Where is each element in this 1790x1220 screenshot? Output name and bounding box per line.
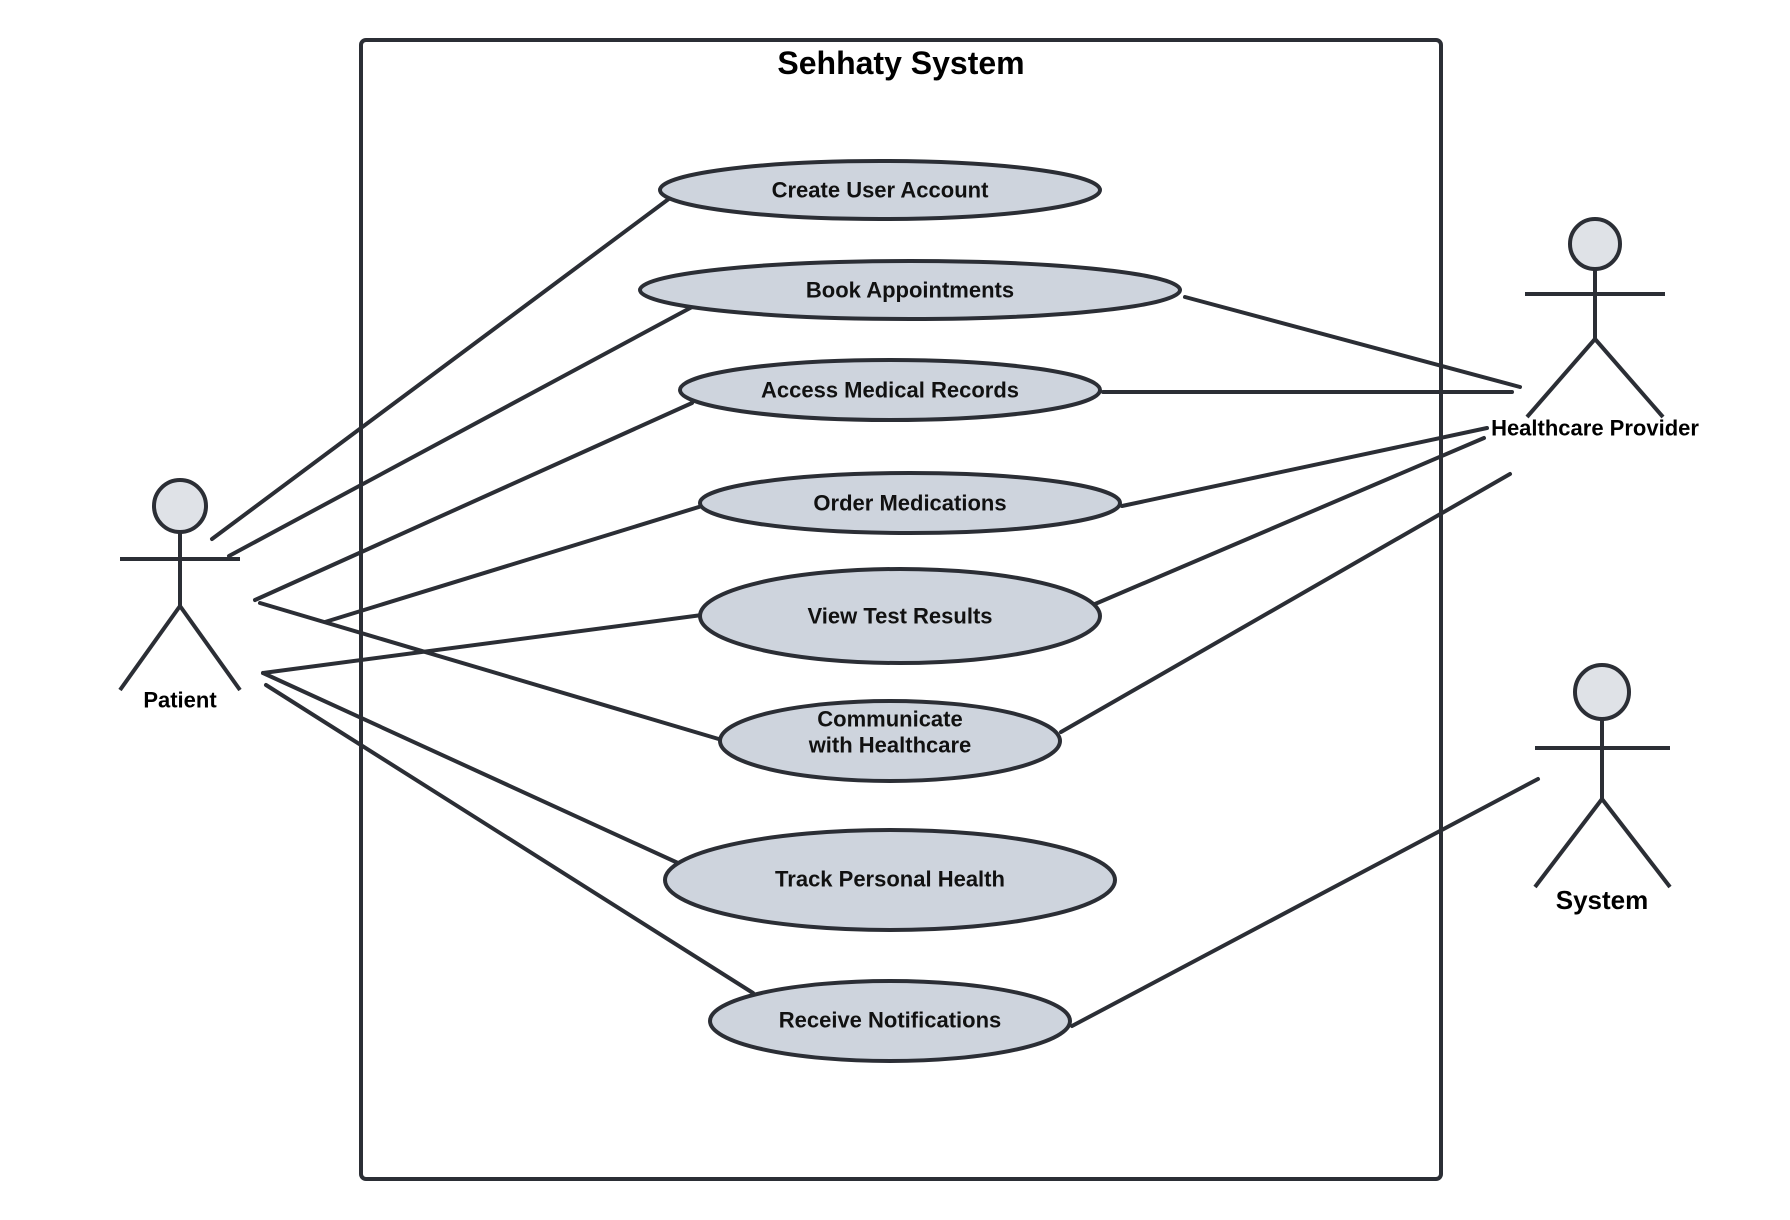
use-case-access-medical-records[interactable]: Access Medical Records [678, 358, 1102, 422]
assoc-patient-view-test-results [261, 613, 704, 675]
actor-head [152, 478, 208, 534]
actor-right-leg [178, 604, 242, 692]
assoc-system-receive-notifications [1070, 777, 1540, 1028]
actor-left-leg [118, 604, 182, 692]
use-case-ellipse [708, 979, 1072, 1063]
actor-right-leg [1593, 337, 1665, 419]
actor-left-leg [1525, 337, 1597, 419]
use-case-track-personal-health[interactable]: Track Personal Health [663, 828, 1117, 932]
system-title: Sehhaty System [777, 45, 1024, 81]
actor-left-leg [1533, 797, 1604, 889]
actor-label: Patient [143, 688, 217, 713]
assoc-provider-view-test-results [1093, 436, 1486, 606]
use-case-communicate-with-healthcare[interactable]: Communicate with Healthcare [718, 699, 1062, 783]
actor-head [1573, 663, 1631, 721]
assoc-patient-access-medical-records [253, 401, 694, 602]
use-case-label: Order Medications [813, 491, 1006, 516]
use-case-label: View Test Results [807, 604, 992, 629]
use-case-ellipse [698, 471, 1122, 535]
assoc-patient-create-user-account [210, 196, 672, 541]
assoc-patient-order-medications [323, 504, 704, 624]
use-case-receive-notifications[interactable]: Receive Notifications [708, 979, 1072, 1063]
use-case-label: Create User Account [772, 178, 989, 203]
assoc-provider-order-medications [1120, 426, 1489, 508]
assoc-patient-track-personal-health [261, 671, 680, 865]
use-case-view-test-results[interactable]: View Test Results [698, 567, 1102, 665]
use-case-label-line-1: Communicate [817, 707, 962, 732]
assoc-patient-receive-notifications [264, 683, 755, 995]
use-case-label: Book Appointments [806, 278, 1014, 303]
use-case-ellipse [698, 567, 1102, 665]
use-case-create-user-account[interactable]: Create User Account [658, 159, 1102, 221]
assoc-provider-book-appointments [1183, 295, 1522, 389]
use-case-ellipse [638, 259, 1182, 321]
use-case-ellipse [678, 358, 1102, 422]
use-case-label: Receive Notifications [779, 1008, 1002, 1033]
association-lines [210, 196, 1540, 1028]
actor-right-leg [1600, 797, 1672, 889]
use-case-ellipse [663, 828, 1117, 932]
use-case-ellipse [658, 159, 1102, 221]
use-case-label: Track Personal Health [775, 867, 1005, 892]
use-case-label-line-2: with Healthcare [808, 733, 972, 758]
assoc-provider-communicate-with-healthcare [1059, 472, 1512, 734]
actor-patient[interactable]: Patient [118, 478, 242, 713]
use-case-order-medications[interactable]: Order Medications [698, 471, 1122, 535]
use-case-label: Access Medical Records [761, 378, 1019, 403]
actor-label: System [1556, 885, 1649, 915]
use-case-ellipse [718, 699, 1062, 783]
assoc-patient-book-appointments [227, 305, 694, 558]
actor-head [1568, 217, 1622, 271]
actor-healthcare-provider[interactable]: Healthcare Provider [1491, 217, 1699, 441]
actor-label: Healthcare Provider [1491, 416, 1699, 441]
actor-system[interactable]: System [1533, 663, 1672, 915]
use-case-book-appointments[interactable]: Book Appointments [638, 259, 1182, 321]
assoc-patient-communicate-with-healthcare [258, 601, 724, 742]
